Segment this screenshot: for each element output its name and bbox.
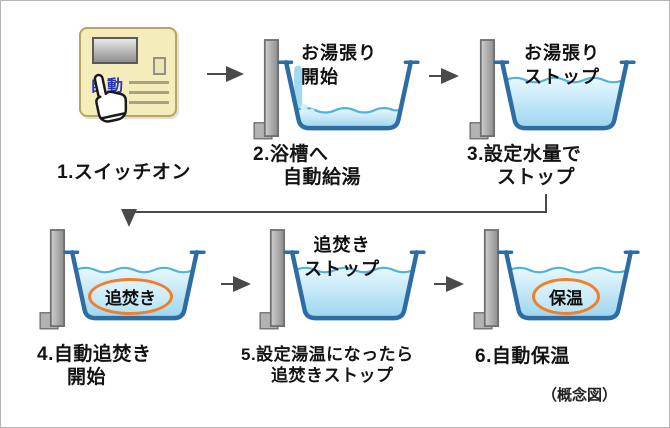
status-label-step2: お湯張り 開始 — [301, 42, 377, 90]
status-label-step5: 追焚き ストップ — [282, 234, 402, 282]
caption-line: 追焚きストップ — [271, 365, 394, 385]
status-label-step3: お湯張り ストップ — [499, 42, 625, 90]
status-line: ストップ — [524, 66, 600, 87]
remote-side-button — [153, 57, 166, 75]
caption-line: ストップ — [497, 167, 576, 189]
caption-step4: 4.自動追焚き 開始 — [37, 343, 151, 389]
hand-pointer-icon — [93, 73, 128, 123]
caption-step6: 6.自動保温 — [475, 346, 570, 367]
footnote: （概念図） — [542, 387, 618, 404]
remote-control: 自動 — [79, 27, 177, 117]
status-line: お湯張り — [301, 43, 377, 63]
remote-screen — [92, 37, 138, 64]
status-line: ストップ — [304, 258, 380, 279]
caption-step5: 5.設定湯温になったら 追焚きストップ — [241, 345, 414, 386]
remote-panel-line — [129, 101, 169, 104]
remote-panel-line — [129, 81, 169, 84]
status-line: お湯張り — [524, 43, 600, 63]
caption-line: 3.設定水量で — [467, 144, 582, 165]
caption-step2: 2.浴槽へ 自動給湯 — [253, 143, 361, 189]
caption-step3: 3.設定水量で ストップ — [467, 143, 581, 189]
water-label-step4-reheat: 追焚き — [88, 278, 173, 315]
caption-line: 4.自動追焚き — [37, 344, 152, 365]
arrow-step3-to-step4 — [121, 194, 547, 227]
caption-line: 2.浴槽へ — [253, 144, 329, 165]
caption-step1: 1.スイッチオン — [57, 162, 191, 183]
caption-line: 開始 — [67, 367, 107, 389]
status-line: 追焚き — [313, 235, 371, 255]
caption-line: 自動給湯 — [283, 167, 362, 189]
caption-line: 5.設定湯温になったら — [241, 345, 414, 364]
remote-panel-line — [129, 91, 169, 94]
status-line: 開始 — [301, 66, 339, 87]
water-label-step6-keepwarm: 保温 — [532, 278, 600, 315]
